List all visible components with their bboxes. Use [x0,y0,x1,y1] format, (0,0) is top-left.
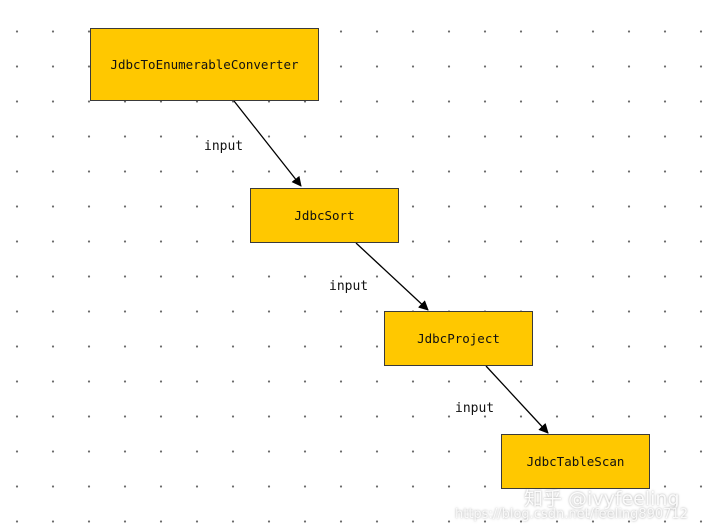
watermark-main: 知乎 @ivyfeeling [524,488,680,510]
edge-arrow-1 [233,100,302,187]
edge-label-3: input [455,401,495,416]
edge-arrow-3 [485,365,549,434]
node-jdbc-sort[interactable]: JdbcSort [250,188,399,243]
node-jdbc-project[interactable]: JdbcProject [384,311,533,366]
edge-label-2: input [329,279,369,294]
node-jdbc-table-scan[interactable]: JdbcTableScan [501,434,650,489]
node-jdbc-to-enumerable-converter[interactable]: JdbcToEnumerableConverter [90,28,319,101]
edge-arrow-2 [355,242,429,311]
edge-label-1: input [204,139,244,154]
watermark-url: https://blog.csdn.net/feeling890712 [455,507,688,522]
